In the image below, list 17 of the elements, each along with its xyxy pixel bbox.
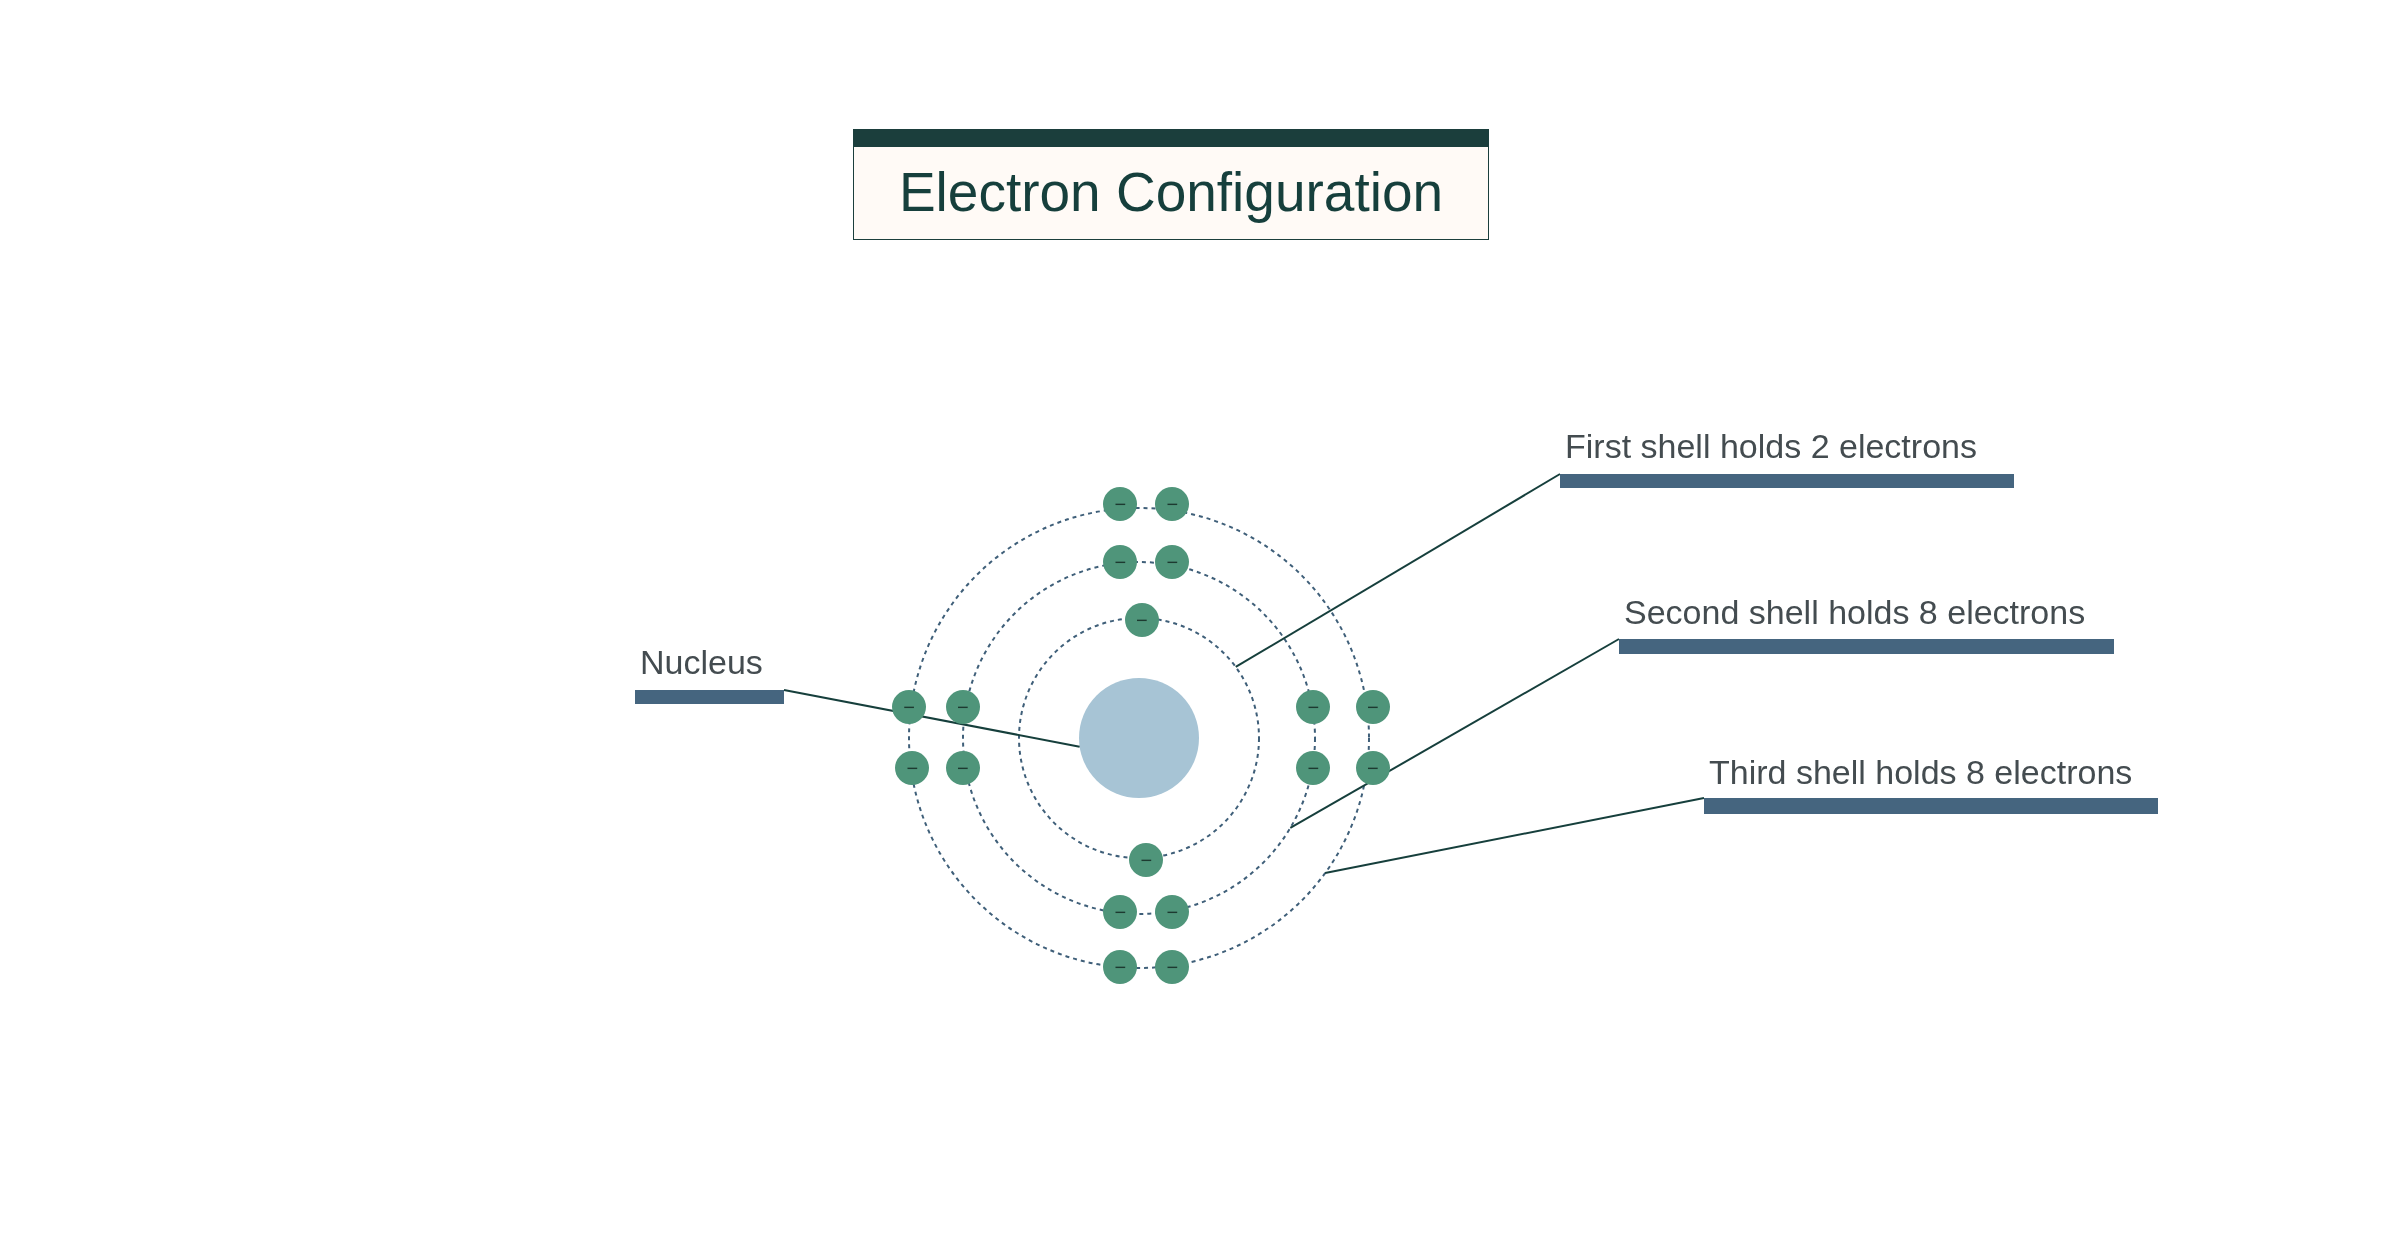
electron: − — [895, 751, 930, 786]
electron: − — [1103, 950, 1138, 985]
leader-line — [1324, 797, 1705, 875]
callout-label: Third shell holds 8 electrons — [1709, 753, 2133, 792]
electron: − — [892, 690, 927, 725]
callout-label: Second shell holds 8 electrons — [1624, 593, 2086, 632]
title-banner: Electron Configuration — [853, 129, 1489, 240]
electron: − — [1355, 751, 1390, 786]
leader-line — [1234, 473, 1561, 668]
callout-label: Nucleus — [640, 643, 763, 682]
electron: − — [1103, 486, 1138, 521]
leader-line — [1289, 638, 1620, 829]
callout-label: First shell holds 2 electrons — [1565, 427, 1977, 466]
electron: − — [1355, 690, 1390, 725]
electron: − — [1155, 950, 1190, 985]
leader-line — [783, 689, 1081, 748]
electron: − — [1155, 486, 1190, 521]
